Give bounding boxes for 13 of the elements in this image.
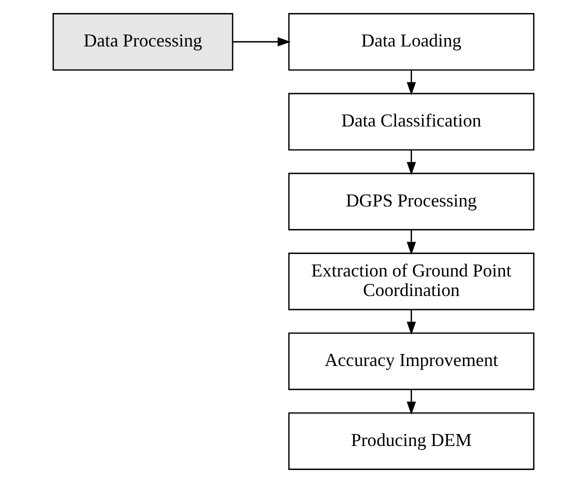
node-box: Extraction of Ground Point Coordination [288,252,534,310]
arrow [406,310,416,335]
arrow [406,390,416,415]
node-box: Accuracy Improvement [288,332,534,390]
node-box: DGPS Processing [288,172,534,230]
node-box: Data Loading [288,13,534,71]
arrow [406,230,416,255]
arrow [406,150,416,176]
node-box: Data Classification [288,92,534,150]
arrow [406,70,416,96]
node-box: Data Processing [52,13,234,71]
node-box: Producing DEM [288,412,534,470]
arrow [233,37,291,46]
